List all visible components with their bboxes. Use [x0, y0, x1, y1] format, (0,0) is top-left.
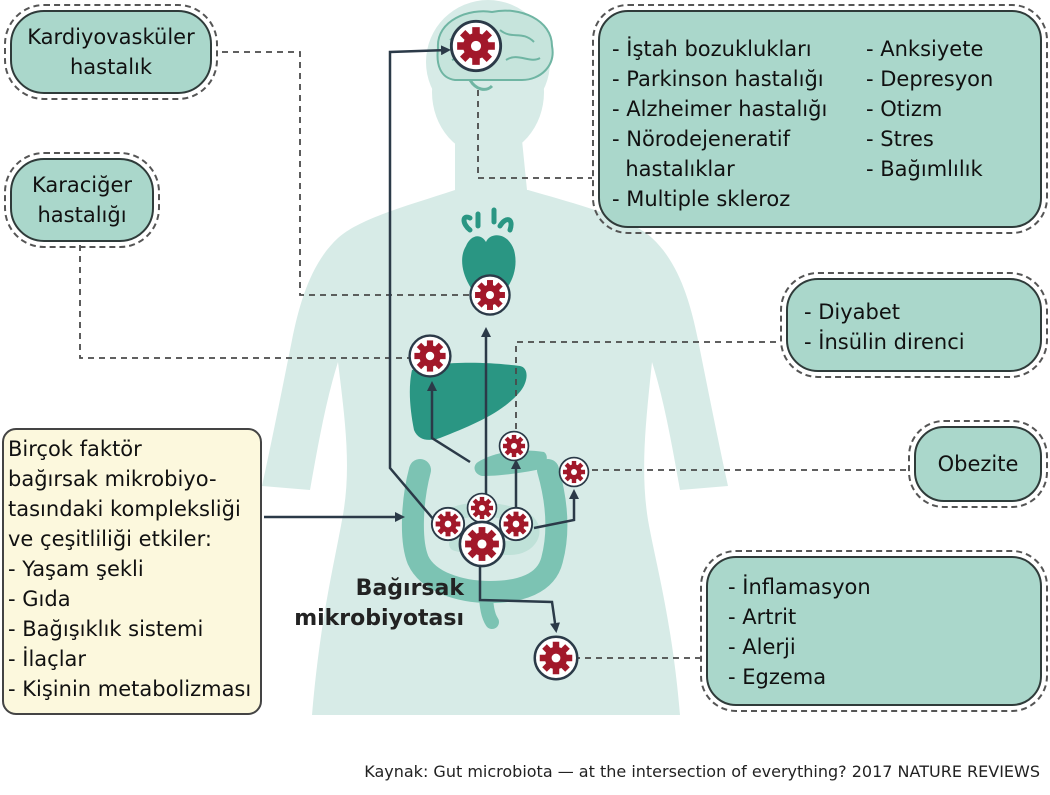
factor-line: - Bağışıklık sistemi	[8, 617, 204, 641]
obesity-box: Obezite	[908, 420, 1048, 508]
factors-box: Birçok faktör bağırsak mikrobiyo- tasınd…	[2, 428, 262, 715]
diabetes-box: - Diyabet - İnsülin direnci	[780, 272, 1048, 378]
dashed-connectors	[79, 51, 908, 659]
cardio-line: hastalık	[69, 55, 153, 79]
inflammation-item: - Artrit	[728, 605, 797, 629]
gear-icon	[498, 430, 530, 462]
inflammation-box: - İnflamasyon - Artrit - Alerji - Egzema	[700, 550, 1048, 712]
brain-disorder-item: hastalıklar	[612, 157, 735, 181]
gear-icon	[498, 506, 534, 542]
factor-line: ve çeşitliliği etkiler:	[8, 527, 212, 551]
factor-line: - Gıda	[8, 587, 71, 611]
liver-icon	[409, 362, 527, 440]
brain-disorder-item: - Anksiyete	[866, 37, 984, 61]
brain-disorder-item: - Otizm	[866, 97, 943, 121]
inflammation-item: - Alerji	[728, 635, 796, 659]
brain-disorder-item: - Depresyon	[866, 67, 994, 91]
gear-icon	[449, 19, 503, 73]
liver-line: hastalığı	[37, 203, 127, 227]
gear-icon	[469, 274, 511, 316]
factor-line: - İlaçlar	[8, 647, 87, 671]
brain-disorders-left: - İştah bozuklukları - Parkinson hastalı…	[612, 34, 827, 214]
obesity-label: Obezite	[937, 452, 1019, 476]
gear-icon	[558, 456, 590, 488]
microbiota-label-line: Bağırsak	[355, 576, 464, 601]
brain-disorder-item: - Bağımlılık	[866, 157, 983, 181]
cardio-box: Kardiyovasküler hastalık	[4, 4, 218, 100]
brain-disorder-item: - Multiple skleroz	[612, 187, 791, 211]
stomach-icon	[474, 450, 547, 476]
brain-disorder-item: - Parkinson hastalığı	[612, 67, 824, 91]
gear-icon	[430, 506, 466, 542]
brain-disorder-item: - İştah bozuklukları	[612, 37, 812, 61]
brain-disorder-item: - Stres	[866, 127, 934, 151]
inflammation-item: - Egzema	[728, 665, 827, 689]
brain-disorders-box: - İştah bozuklukları - Parkinson hastalı…	[592, 4, 1048, 234]
factor-line: tasındaki kompleksliği	[8, 497, 241, 521]
microbiota-label: Bağırsak mikrobiyotası	[286, 574, 464, 634]
gear-icon	[458, 520, 506, 568]
diabetes-item: - İnsülin direnci	[804, 330, 965, 354]
liver-box: Karaciğer hastalığı	[4, 152, 160, 248]
factor-line: Birçok faktör	[8, 437, 142, 461]
brain-disorder-item: - Nörodejeneratif	[612, 127, 791, 151]
factor-line: - Yaşam şekli	[8, 557, 144, 581]
factor-line: - Kişinin metabolizması	[8, 677, 252, 701]
liver-line: Karaciğer	[31, 173, 133, 197]
gear-icon	[533, 635, 579, 681]
diabetes-item: - Diyabet	[804, 300, 901, 324]
gear-icon	[408, 334, 452, 378]
source-citation: Kaynak: Gut microbiota — at the intersec…	[364, 762, 1040, 781]
brain-disorder-item: - Alzheimer hastalığı	[612, 97, 828, 121]
brain-disorders-right: - Anksiyete - Depresyon - Otizm - Stres …	[866, 34, 993, 184]
gear-icon	[466, 492, 498, 524]
factor-line: bağırsak mikrobiyo-	[8, 467, 217, 491]
arrows	[264, 45, 579, 633]
cardio-line: Kardiyovasküler	[27, 25, 195, 49]
microbiota-label-line: mikrobiyotası	[294, 606, 464, 631]
inflammation-item: - İnflamasyon	[728, 575, 871, 599]
